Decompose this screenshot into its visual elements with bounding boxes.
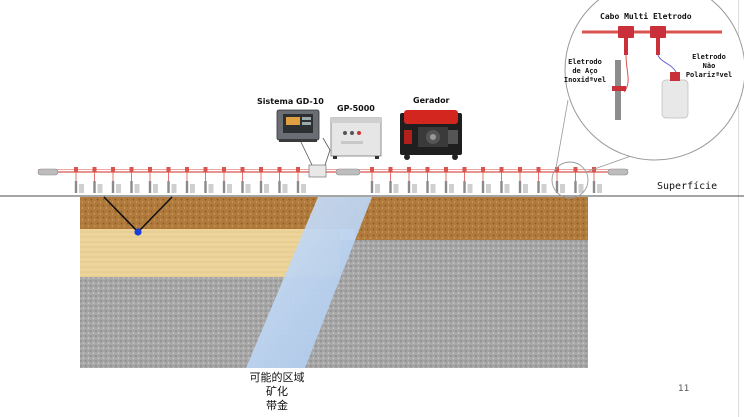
topsoil-layer-right xyxy=(355,197,588,240)
gd10-label: Sistema GD-10 xyxy=(257,97,324,106)
zone-label-line-3: 带金 xyxy=(266,399,288,412)
electrode-stake xyxy=(240,167,251,193)
electrode-stake xyxy=(259,167,269,193)
steel-label-line-1: Eletrodo xyxy=(568,58,602,66)
subsurface-block xyxy=(80,197,588,368)
mineralization-zone-label: 可能的区域 矿化 带金 xyxy=(244,371,310,413)
zone-label-line-2: 矿化 xyxy=(266,385,288,398)
rock-layer xyxy=(80,240,588,368)
electrode-stake xyxy=(185,167,195,193)
electrode-stake xyxy=(462,167,473,193)
junction-box xyxy=(308,164,327,178)
nonpol-label-line-2: Não xyxy=(702,62,716,70)
generator-label: Gerador xyxy=(413,96,450,105)
electrode-stake xyxy=(296,167,306,193)
electrode-array xyxy=(74,167,602,193)
steel-label-line-2: de Aço xyxy=(572,67,598,75)
electrode-stake xyxy=(166,167,177,193)
electrode-stake xyxy=(74,167,84,193)
electrode-stake xyxy=(203,167,214,193)
nonpolarizable-electrode-pot xyxy=(661,79,689,119)
survey-cable xyxy=(38,169,628,173)
detail-inset xyxy=(564,0,744,161)
electrode-stake xyxy=(518,167,528,193)
mineralized-vein xyxy=(246,197,372,368)
electrode-stake xyxy=(129,167,140,193)
electrode-stake xyxy=(481,167,491,193)
surface-label: Superfície xyxy=(657,181,718,192)
cable-plug-right xyxy=(607,168,629,176)
electrode-stake xyxy=(370,167,380,193)
nonpol-label-line-1: Eletrodo xyxy=(692,53,726,61)
electrode-stake xyxy=(444,167,454,193)
electrode-stake xyxy=(425,167,436,193)
gp5000-label: GP-5000 xyxy=(337,104,375,113)
generator xyxy=(400,110,462,160)
electrode-stake xyxy=(92,167,103,193)
electrode-stake xyxy=(222,167,232,193)
equipment-wire-1 xyxy=(299,139,313,166)
detail-callout-circle xyxy=(551,161,589,199)
gd10-instrument xyxy=(276,109,320,142)
electrode-stake xyxy=(555,167,565,193)
measurement-point xyxy=(134,228,142,236)
equipment-wire-2 xyxy=(322,137,331,166)
electrode-stake xyxy=(499,167,510,193)
electrode-stake xyxy=(407,167,417,193)
electrode-stake xyxy=(573,167,584,193)
electrode-stake xyxy=(148,167,158,193)
cable-plug-left xyxy=(37,168,59,176)
gp5000-transmitter xyxy=(330,117,382,159)
inset-title: Cabo Multi Eletrodo xyxy=(600,12,692,21)
nonpol-electrode-label: Eletrodo Não Polarizªvel xyxy=(682,53,736,80)
nonpol-label-line-3: Polarizªvel xyxy=(685,71,733,79)
zone-label-line-1: 可能的区域 xyxy=(249,371,305,384)
steel-label-line-3: Inoxidªvel xyxy=(563,76,607,84)
electrode-stake xyxy=(592,167,602,193)
callout-leader-left xyxy=(555,99,569,169)
cable-plug-middle xyxy=(335,168,361,176)
electrode-stake xyxy=(111,167,121,193)
electrode-stake xyxy=(536,167,547,193)
electrode-stake xyxy=(277,167,288,193)
steel-electrode-label: Eletrodo de Aço Inoxidªvel xyxy=(560,58,610,85)
electrode-stake xyxy=(388,167,399,193)
right-edge-rule xyxy=(738,0,739,417)
page-number: 11 xyxy=(678,384,690,394)
